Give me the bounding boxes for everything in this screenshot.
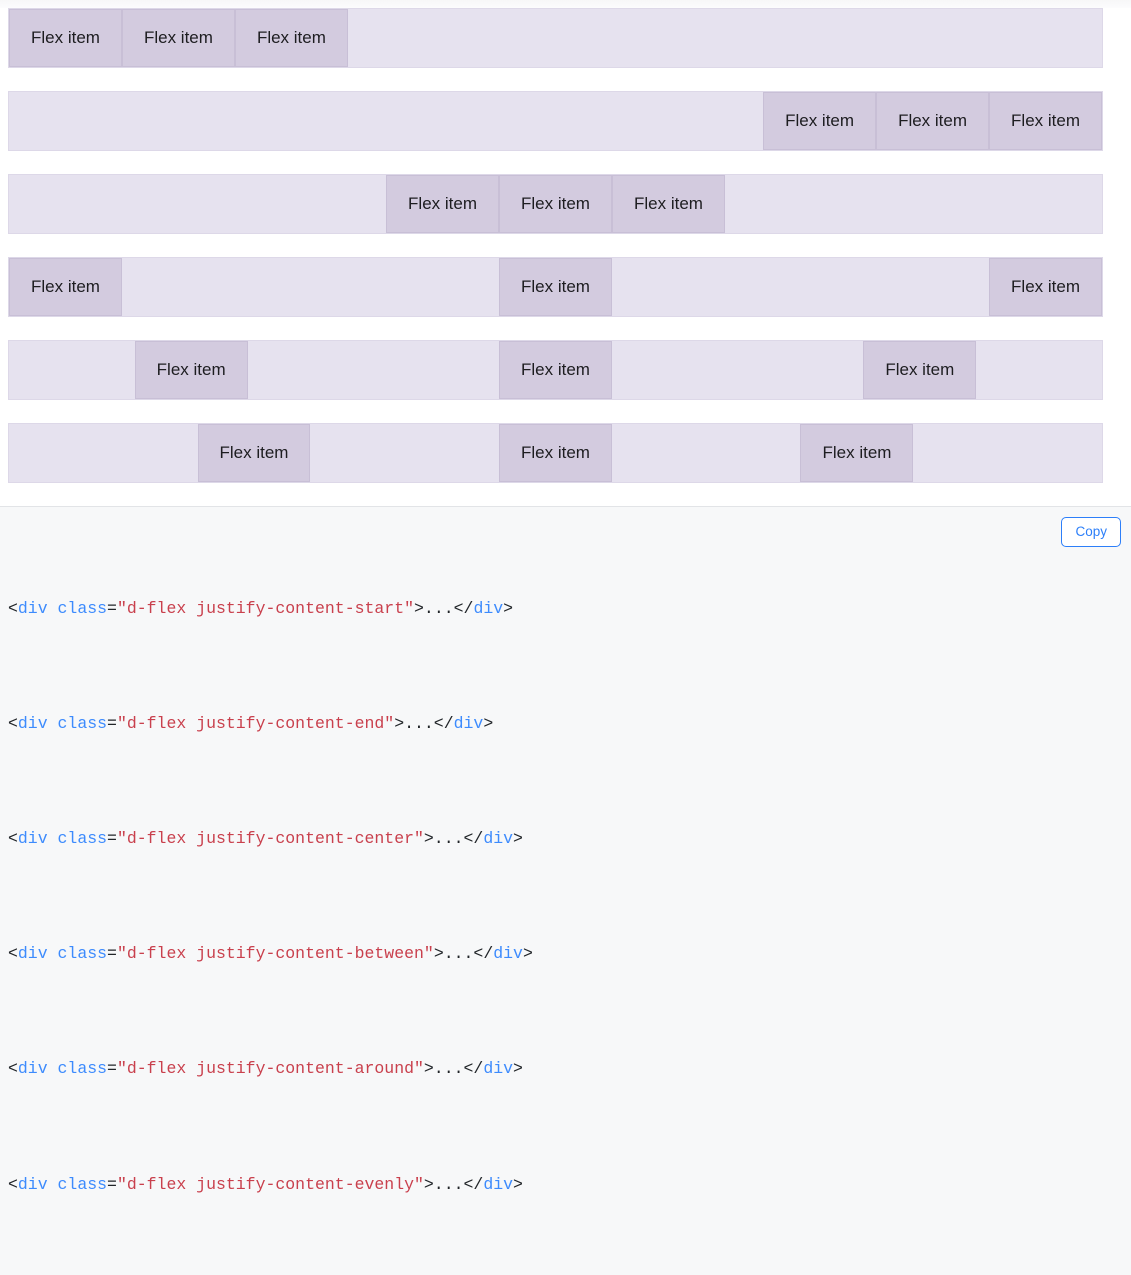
- flex-item: Flex item: [876, 92, 990, 150]
- code-token-close-gt: >: [513, 828, 523, 848]
- code-token-eq: =: [107, 944, 117, 964]
- code-token-attr: class: [57, 1059, 108, 1079]
- code-token-lt: <: [8, 944, 18, 964]
- code-token-value: "d-flex justify-content-end": [116, 713, 395, 733]
- flex-item: Flex item: [989, 258, 1102, 316]
- code-token-eq: =: [107, 1174, 117, 1194]
- code-token-close-tag: div: [453, 713, 484, 733]
- code-token-attr: class: [57, 944, 108, 964]
- code-token-value: "d-flex justify-content-evenly": [116, 1174, 424, 1194]
- code-snippet-block: Copy <div class="d-flex justify-content-…: [0, 506, 1131, 1275]
- code-token-gt-ellipsis: >...</: [433, 944, 494, 964]
- code-line: <div class="d-flex justify-content-betwe…: [8, 940, 1131, 969]
- code-token-lt: <: [8, 1174, 18, 1194]
- flex-demo-area: Flex item Flex item Flex item Flex item …: [0, 8, 1131, 483]
- code-token-gt-ellipsis: >...</: [414, 598, 474, 618]
- code-token-gt-ellipsis: >...</: [423, 828, 484, 848]
- flex-container-justify-content-end: Flex item Flex item Flex item: [8, 91, 1103, 151]
- code-line: <div class="d-flex justify-content-start…: [8, 595, 1131, 624]
- code-token-close-tag: div: [473, 598, 504, 618]
- code-token-gt-ellipsis: >...</: [423, 1059, 484, 1079]
- code-token-close-gt: >: [503, 598, 514, 618]
- code-token-attr: class: [57, 828, 108, 848]
- code-token-lt: <: [8, 828, 18, 848]
- code-token-tag: div: [17, 598, 48, 618]
- flex-item: Flex item: [499, 258, 612, 316]
- code-token-lt: <: [8, 713, 18, 733]
- flex-container-justify-content-start: Flex item Flex item Flex item: [8, 8, 1103, 68]
- code-token-lt: <: [8, 598, 18, 618]
- flex-item: Flex item: [197, 424, 311, 482]
- code-token-attr: class: [57, 713, 108, 733]
- code-token-eq: =: [107, 828, 117, 848]
- code-token-close-tag: div: [483, 1174, 514, 1194]
- code-token-gt-ellipsis: >...</: [394, 713, 454, 733]
- code-token-attr: class: [57, 1174, 108, 1194]
- code-token-space: [48, 944, 58, 963]
- flex-item: Flex item: [121, 9, 235, 67]
- flex-item: Flex item: [386, 175, 500, 233]
- flex-item: Flex item: [499, 175, 612, 233]
- flex-item: Flex item: [9, 9, 122, 67]
- code-line: <div class="d-flex justify-content-evenl…: [8, 1171, 1131, 1200]
- code-token-tag: div: [17, 713, 48, 733]
- code-token-value: "d-flex justify-content-center": [116, 828, 424, 848]
- code-token-attr: class: [57, 598, 108, 618]
- flex-item: Flex item: [989, 92, 1102, 150]
- code-token-value: "d-flex justify-content-between": [116, 944, 434, 964]
- code-token-tag: div: [17, 1174, 48, 1194]
- code-token-close-tag: div: [493, 944, 523, 964]
- code-token-space: [48, 1059, 58, 1078]
- flex-item: Flex item: [234, 9, 348, 67]
- code-token-space: [48, 1175, 58, 1194]
- code-token-eq: =: [107, 713, 117, 733]
- code-lines: <div class="d-flex justify-content-start…: [0, 537, 1131, 1257]
- code-line: <div class="d-flex justify-content-end">…: [8, 710, 1131, 739]
- flex-item: Flex item: [134, 341, 248, 399]
- code-token-lt: <: [8, 1059, 18, 1079]
- code-token-space: [48, 714, 58, 733]
- page-top-sliver: [0, 0, 1131, 8]
- flex-container-justify-content-between: Flex item Flex item Flex item: [8, 257, 1103, 317]
- code-token-space: [48, 829, 58, 848]
- flex-item: Flex item: [611, 175, 725, 233]
- flex-item: Flex item: [499, 424, 612, 482]
- code-token-close-gt: >: [513, 1174, 523, 1194]
- code-token-value: "d-flex justify-content-around": [116, 1059, 424, 1079]
- code-token-eq: =: [107, 1059, 117, 1079]
- flex-item: Flex item: [800, 424, 914, 482]
- code-token-value: "d-flex justify-content-start": [116, 598, 415, 618]
- copy-button[interactable]: Copy: [1061, 517, 1121, 547]
- code-token-close-tag: div: [483, 828, 514, 848]
- code-token-close-tag: div: [483, 1059, 514, 1079]
- code-line: <div class="d-flex justify-content-aroun…: [8, 1055, 1131, 1084]
- code-token-eq: =: [107, 598, 117, 618]
- code-token-tag: div: [17, 944, 48, 964]
- code-line: <div class="d-flex justify-content-cente…: [8, 825, 1131, 854]
- flex-container-justify-content-evenly: Flex item Flex item Flex item: [8, 423, 1103, 483]
- code-token-gt-ellipsis: >...</: [423, 1174, 484, 1194]
- code-token-close-gt: >: [483, 713, 494, 733]
- code-token-close-gt: >: [513, 1059, 523, 1079]
- flex-container-justify-content-center: Flex item Flex item Flex item: [8, 174, 1103, 234]
- code-token-space: [48, 599, 58, 618]
- flex-item: Flex item: [9, 258, 122, 316]
- flex-container-justify-content-around: Flex item Flex item Flex item: [8, 340, 1103, 400]
- flex-item: Flex item: [863, 341, 977, 399]
- code-token-tag: div: [17, 828, 48, 848]
- code-token-close-gt: >: [522, 944, 533, 964]
- flex-item: Flex item: [499, 341, 612, 399]
- flex-item: Flex item: [763, 92, 877, 150]
- code-token-tag: div: [17, 1059, 48, 1079]
